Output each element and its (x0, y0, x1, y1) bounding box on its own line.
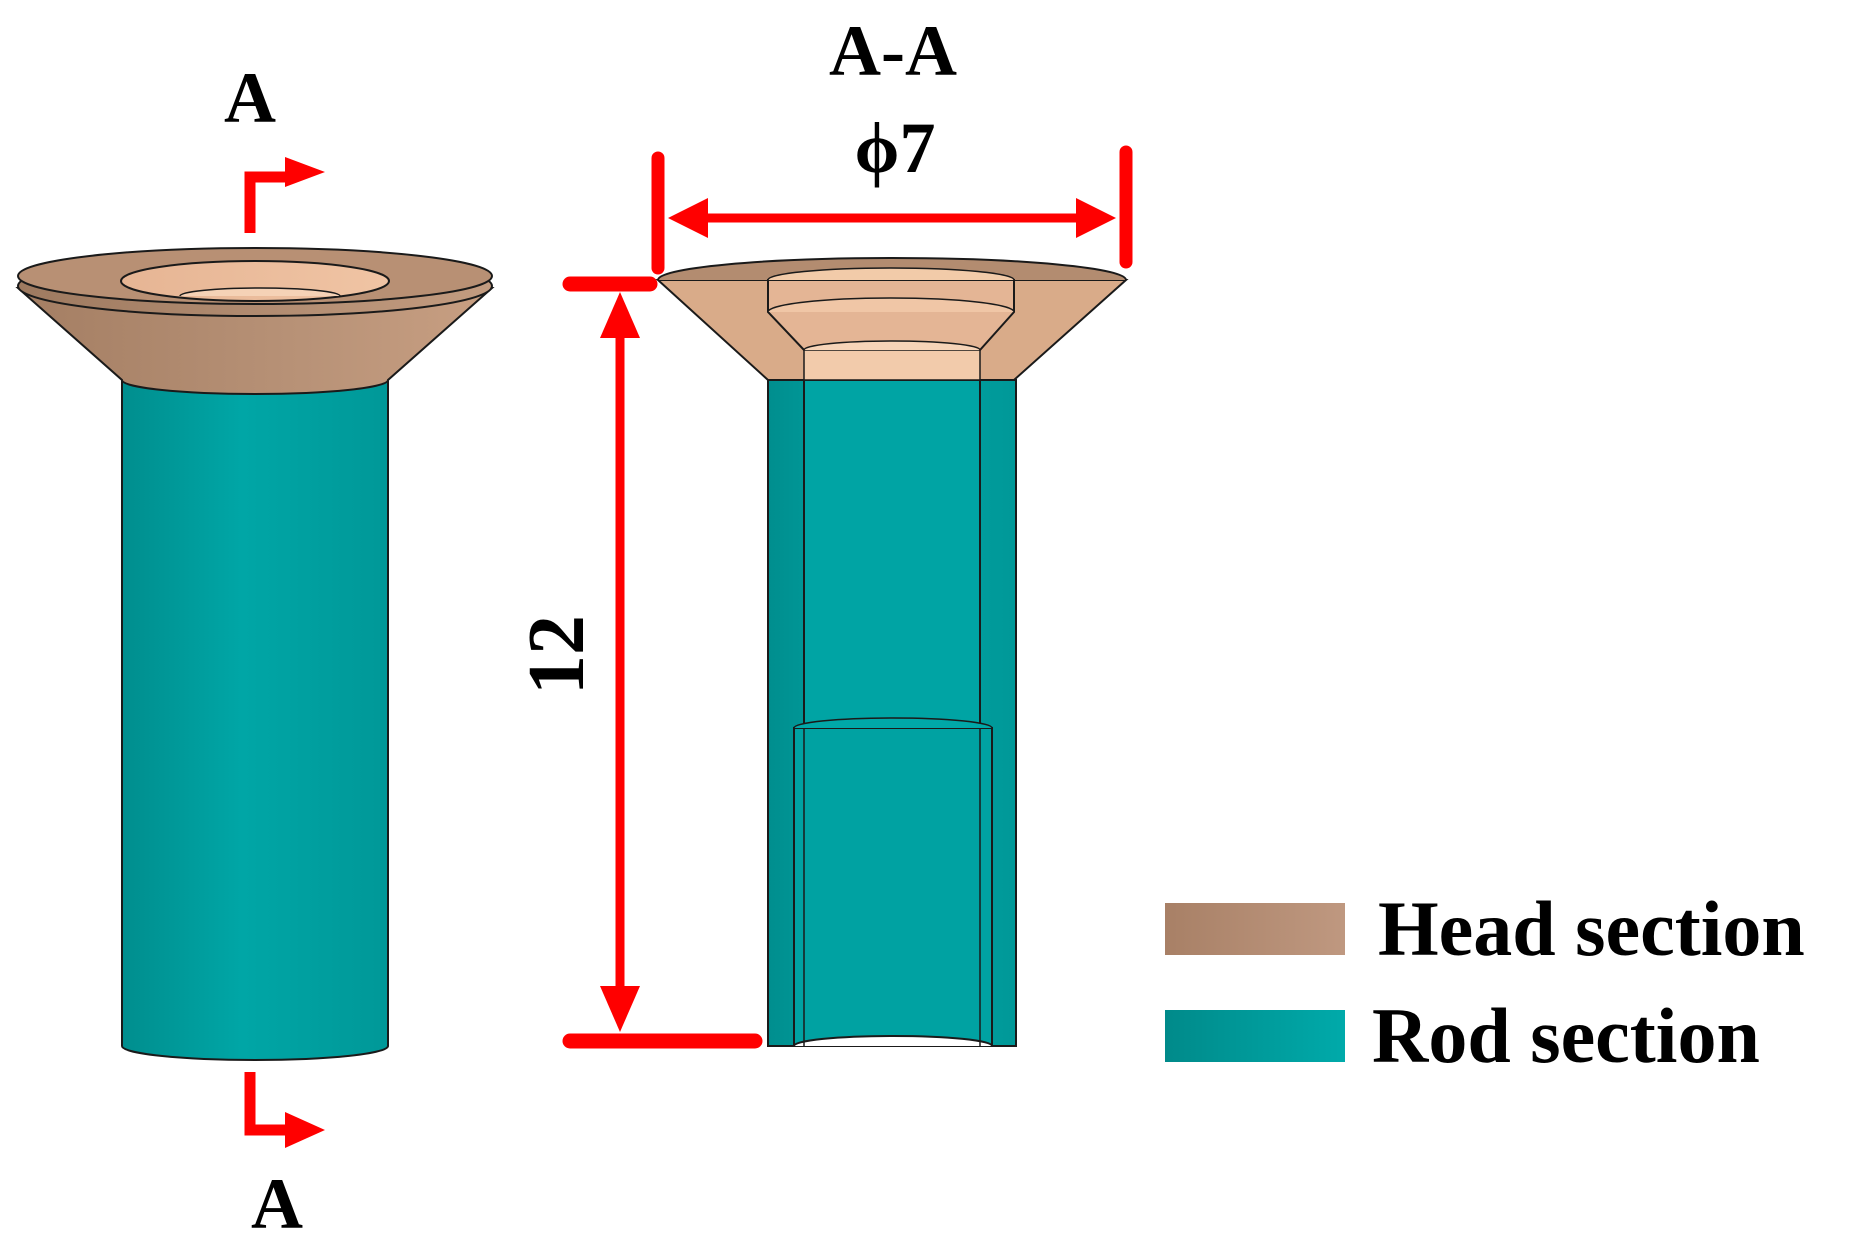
legend-item-rod: Rod section (1165, 992, 1760, 1079)
section-rod (767, 369, 1017, 1047)
diameter-label: ϕ7 (855, 108, 936, 188)
section-marker-top: A (224, 58, 325, 233)
legend-swatch-rod (1165, 1010, 1345, 1062)
rivet-rod (121, 379, 389, 1061)
section-head (655, 257, 1129, 381)
rivet-3d-view: A A (15, 58, 495, 1244)
section-marker-bottom: A (244, 1072, 325, 1244)
legend: Head section Rod section (1165, 885, 1805, 1079)
diameter-dimension: ϕ7 (651, 108, 1133, 275)
section-view-title: A-A (829, 11, 957, 91)
legend-label-rod: Rod section (1372, 992, 1760, 1079)
length-dimension: 12 (513, 276, 763, 1049)
section-label-bottom: A (251, 1164, 303, 1244)
legend-swatch-head (1165, 903, 1345, 955)
rivet-head (15, 247, 495, 395)
section-label-top: A (224, 58, 276, 138)
length-label: 12 (513, 615, 601, 695)
section-view: A-A (513, 11, 1133, 1049)
legend-label-head: Head section (1378, 885, 1805, 972)
legend-item-head: Head section (1165, 885, 1805, 972)
